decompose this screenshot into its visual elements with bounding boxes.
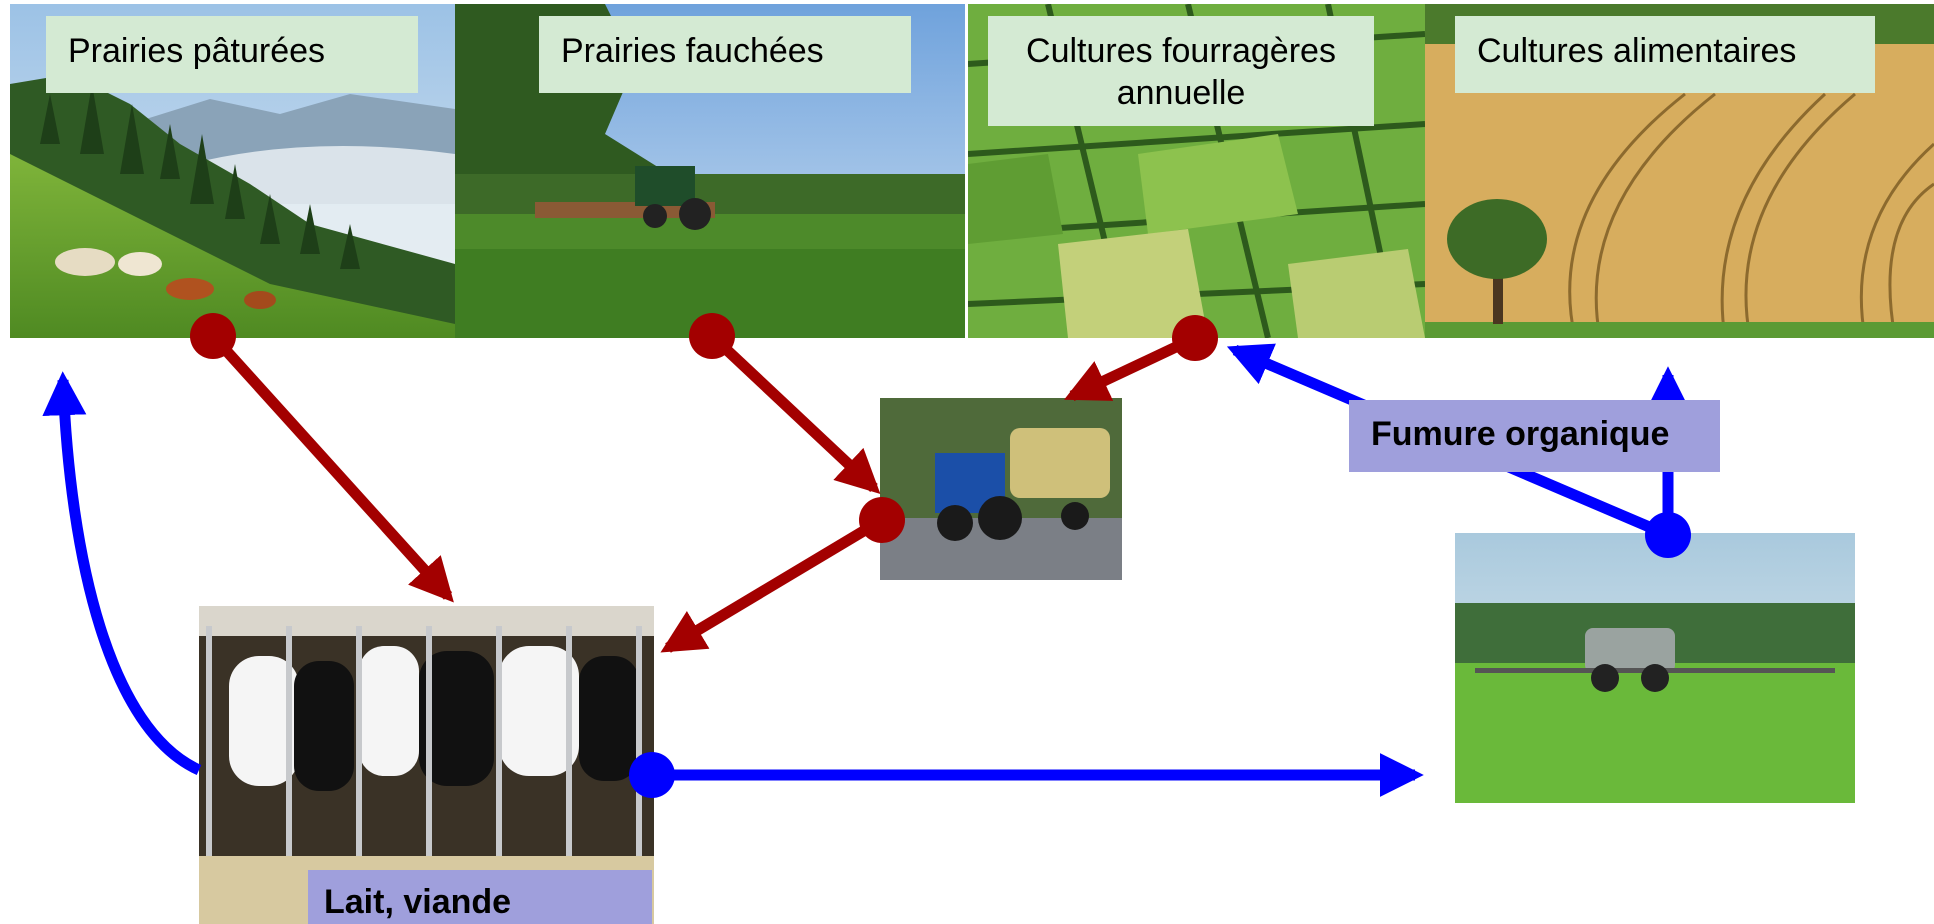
mown-meadow-label: Prairies fauchées [539,16,911,93]
manure-spreading-photo [1455,533,1855,803]
feed-flow-transport-to-cows [660,515,885,653]
food-crops-label-text: Cultures alimentaires [1477,32,1797,70]
organic-fertilizer-tag-text: Fumure organique [1371,415,1670,453]
feed-flow-grazed-to-cows [208,332,454,603]
feed-flow-mown-to-transport [708,331,881,495]
mown-meadow-label-text: Prairies fauchées [561,32,824,70]
dairy-cows-photo [199,606,654,924]
food-crops-label: Cultures alimentaires [1455,16,1875,93]
grazed-pasture-label: Prairies pâturées [46,16,418,93]
hay-transport-photo [880,398,1122,580]
forage-crops-label: Cultures fourragères annuelle [988,16,1374,126]
feed-flow-forage-to-transport [1064,333,1198,401]
forage-crops-label-line2: annuelle [1116,74,1246,112]
forage-crops-label-line1: Cultures fourragères [1026,32,1336,70]
milk-meat-tag-text: Lait, viande [324,883,512,921]
grazed-pasture-label-text: Prairies pâturées [68,32,326,70]
milk-meat-tag: Lait, viande [308,870,652,924]
organic-fertilizer-tag: Fumure organique [1349,400,1720,472]
manure-flow-cows-to-grazed [42,371,202,776]
